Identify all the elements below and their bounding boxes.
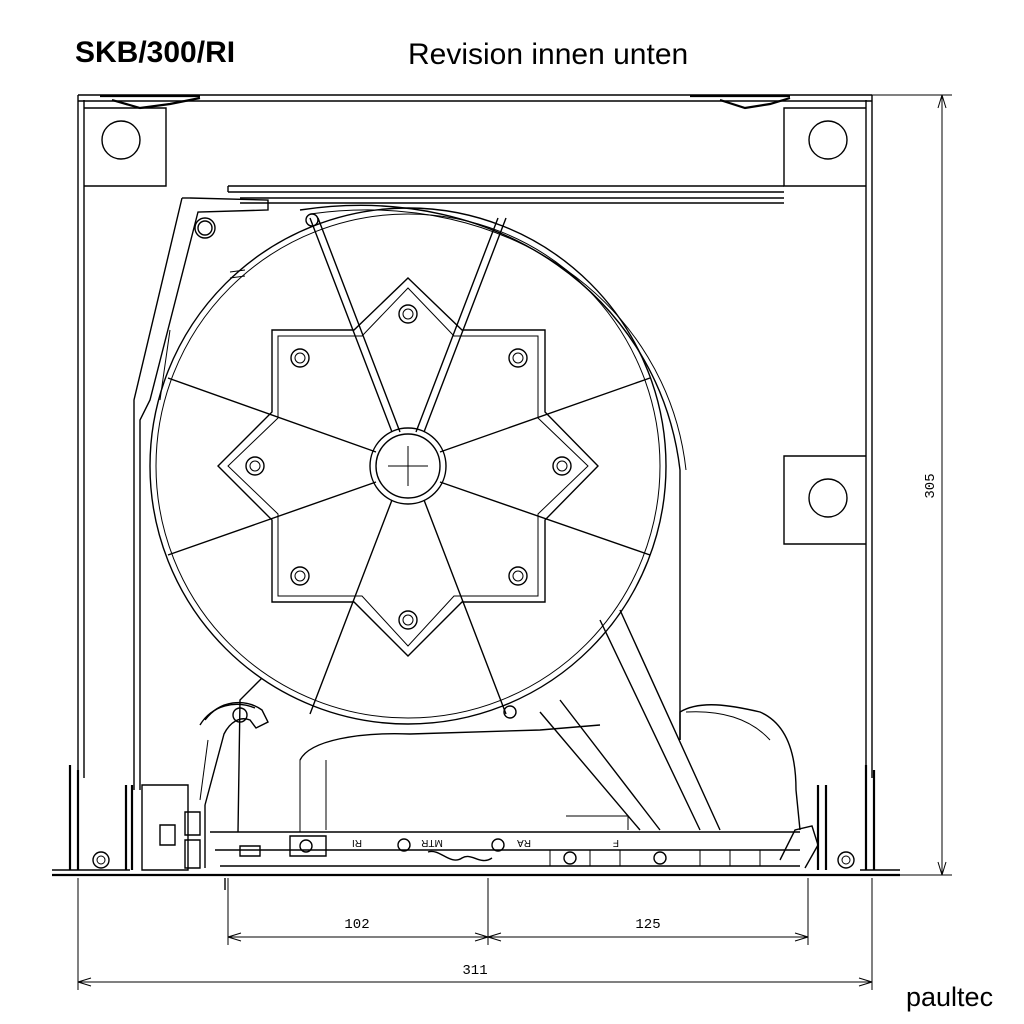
mounting-holes: [101, 120, 848, 518]
mounting-hole-top-right: [808, 120, 848, 160]
part-labels: RI MTR RA F: [352, 837, 619, 848]
label-ra: RA: [517, 837, 531, 848]
mounting-hole-right: [808, 478, 848, 518]
width-dimensions: 102 125 311: [77, 878, 873, 990]
dimension-left-segment: 102: [344, 917, 369, 933]
dimension-height: 305: [923, 473, 939, 498]
label-ri: RI: [352, 837, 362, 848]
guide-bracket: [141, 701, 269, 871]
height-dimension: 305: [872, 94, 952, 876]
label-mtr: MTR: [421, 837, 443, 848]
dimension-right-segment: 125: [635, 917, 660, 933]
dimension-total-width: 311: [462, 963, 487, 979]
small-hole: [194, 217, 216, 239]
drawing-description: Revision innen unten: [408, 38, 689, 71]
bottom-rail: [52, 765, 900, 890]
model-title: SKB/300/RI: [75, 36, 236, 69]
winding-drum: [149, 204, 687, 740]
label-f: F: [613, 837, 619, 848]
housing-outline: [77, 94, 873, 778]
mounting-hole-top-left: [101, 120, 141, 160]
side-plate: [133, 197, 269, 790]
brand-name: paultec: [906, 982, 994, 1012]
screw-bosses: [245, 213, 572, 719]
lower-shell: [237, 609, 801, 833]
